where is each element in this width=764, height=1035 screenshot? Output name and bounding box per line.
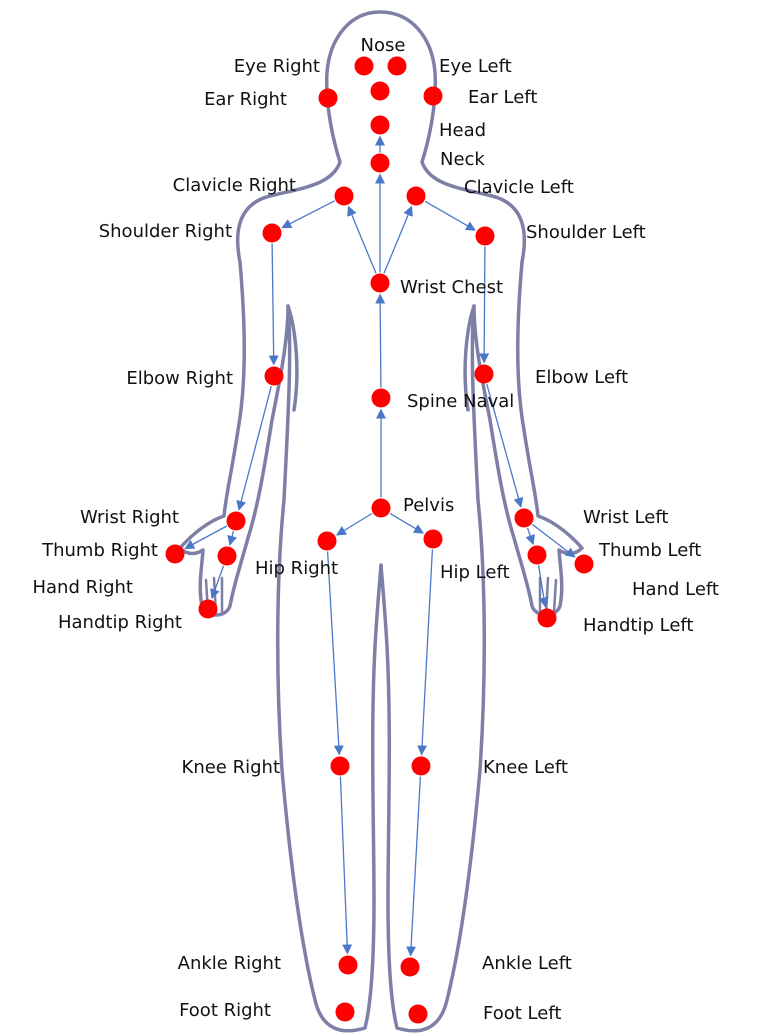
label-elbow-left: Elbow Left bbox=[535, 367, 628, 388]
bone-hand-right-to-handtip-right bbox=[210, 565, 225, 600]
label-elbow-right: Elbow Right bbox=[126, 368, 233, 389]
joint-ear-left bbox=[423, 86, 443, 106]
bone-hand-left-to-handtip-left bbox=[537, 565, 549, 608]
joint-thumb-left bbox=[574, 554, 594, 574]
joint-shoulder-right bbox=[262, 223, 282, 243]
joint-handtip-left bbox=[537, 608, 557, 628]
joint-wrist-chest bbox=[370, 273, 390, 293]
label-hand-right: Hand Right bbox=[32, 577, 133, 598]
joint-ear-right bbox=[318, 88, 338, 108]
joint-clavicle-right bbox=[334, 186, 354, 206]
joint-wrist-left bbox=[514, 508, 534, 528]
right-inner-arm-contour bbox=[286, 304, 299, 412]
label-thumb-right: Thumb Right bbox=[41, 540, 158, 561]
joint-shoulder-left bbox=[475, 226, 495, 246]
bone-hip-right-to-knee-right bbox=[326, 551, 344, 756]
label-wrist-right: Wrist Right bbox=[80, 507, 179, 528]
label-knee-left: Knee Left bbox=[483, 757, 568, 778]
joint-hip-right bbox=[317, 531, 337, 551]
label-shoulder-left: Shoulder Left bbox=[526, 222, 646, 243]
label-handtip-left: Handtip Left bbox=[583, 615, 693, 636]
joint-thumb-right bbox=[165, 544, 185, 564]
joint-elbow-left bbox=[474, 364, 494, 384]
joint-foot-right bbox=[335, 1002, 355, 1022]
label-hip-right: Hip Right bbox=[255, 558, 338, 579]
label-wrist-left: Wrist Left bbox=[583, 507, 668, 528]
label-ankle-right: Ankle Right bbox=[178, 953, 281, 974]
joint-ankle-right bbox=[338, 955, 358, 975]
joint-hip-left bbox=[423, 529, 443, 549]
left-inner-arm-contour bbox=[463, 304, 476, 412]
label-knee-right: Knee Right bbox=[182, 757, 280, 778]
label-ear-right: Ear Right bbox=[204, 89, 287, 110]
label-eye-left: Eye Left bbox=[439, 56, 512, 77]
joint-handtip-right bbox=[198, 599, 218, 619]
bone-pelvis-to-hip-left bbox=[389, 512, 424, 534]
bone-shoulder-right-to-elbow-right bbox=[268, 243, 279, 366]
label-ankle-left: Ankle Left bbox=[482, 953, 572, 974]
label-wrist-chest: Wrist Chest bbox=[400, 277, 503, 298]
label-spine-naval: Spine Naval bbox=[407, 391, 514, 412]
bone-hip-left-to-knee-left bbox=[417, 549, 434, 756]
joint-foot-left bbox=[408, 1004, 428, 1024]
joint-clavicle-left bbox=[406, 186, 426, 206]
joint-hand-left bbox=[527, 545, 547, 565]
label-nose: Nose bbox=[361, 35, 406, 56]
label-pelvis: Pelvis bbox=[403, 495, 454, 516]
label-hip-left: Hip Left bbox=[440, 562, 510, 583]
bone-spine-naval-to-wrist-chest bbox=[375, 293, 386, 388]
bone-wrist-chest-to-clavicle-right bbox=[347, 205, 377, 274]
bone-pelvis-to-hip-right bbox=[335, 512, 373, 536]
joint-ankle-left bbox=[400, 957, 420, 977]
bone-knee-left-to-ankle-left bbox=[406, 776, 422, 957]
label-head: Head bbox=[439, 120, 486, 141]
label-ear-left: Ear Left bbox=[468, 87, 537, 108]
bone-wrist-right-to-hand-right bbox=[227, 531, 237, 546]
bone-shoulder-left-to-elbow-left bbox=[479, 246, 490, 364]
bone-elbow-left-to-wrist-left bbox=[486, 383, 524, 508]
bone-clavicle-right-to-shoulder-right bbox=[281, 200, 335, 229]
bone-wrist-chest-to-clavicle-left bbox=[383, 205, 413, 274]
joint-knee-right bbox=[330, 756, 350, 776]
label-shoulder-right: Shoulder Right bbox=[99, 221, 232, 242]
joint-spine-naval bbox=[371, 388, 391, 408]
joint-wrist-right bbox=[226, 511, 246, 531]
joint-neck bbox=[370, 153, 390, 173]
joint-eye-right bbox=[354, 56, 374, 76]
label-clavicle-left: Clavicle Left bbox=[464, 177, 574, 198]
joint-knee-left bbox=[411, 756, 431, 776]
joint-hand-right bbox=[217, 546, 237, 566]
bone-wrist-right-to-thumb-right bbox=[184, 525, 228, 550]
label-clavicle-right: Clavicle Right bbox=[173, 175, 296, 196]
labels-layer: Nose Eye Right Eye Left Ear Right Ear Le… bbox=[32, 35, 719, 1024]
bone-wrist-left-to-thumb-left bbox=[531, 523, 576, 558]
joint-eye-left bbox=[387, 56, 407, 76]
bone-elbow-right-to-wrist-right bbox=[236, 386, 272, 511]
bone-clavicle-left-to-shoulder-left bbox=[424, 200, 476, 231]
label-handtip-right: Handtip Right bbox=[58, 612, 182, 633]
joint-nose bbox=[370, 81, 390, 101]
bone-knee-right-to-ankle-right bbox=[339, 776, 353, 955]
bones-layer bbox=[184, 135, 576, 957]
label-foot-left: Foot Left bbox=[483, 1003, 561, 1024]
label-foot-right: Foot Right bbox=[179, 1000, 271, 1021]
label-thumb-left: Thumb Left bbox=[598, 540, 701, 561]
joint-pelvis bbox=[371, 498, 391, 518]
joints-layer bbox=[165, 56, 594, 1024]
label-neck: Neck bbox=[440, 149, 485, 170]
label-eye-right: Eye Right bbox=[234, 56, 320, 77]
label-hand-left: Hand Left bbox=[632, 579, 719, 600]
joint-elbow-right bbox=[264, 366, 284, 386]
bone-wrist-left-to-hand-left bbox=[525, 527, 535, 546]
joint-head bbox=[370, 115, 390, 135]
